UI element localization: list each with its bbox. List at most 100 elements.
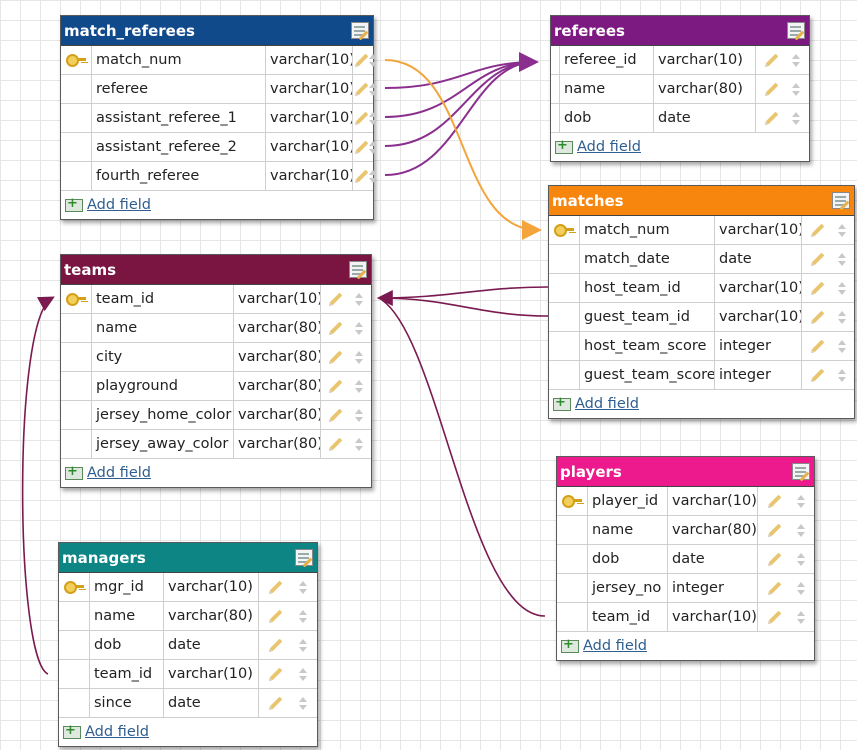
- reorder-icon[interactable]: [837, 282, 846, 295]
- edit-field-icon[interactable]: [269, 609, 283, 623]
- edit-table-icon[interactable]: [295, 549, 313, 566]
- reorder-icon[interactable]: [837, 369, 846, 382]
- table-header[interactable]: teams: [61, 255, 371, 285]
- field-row[interactable]: match_num varchar(10): [61, 46, 377, 75]
- edit-field-icon[interactable]: [355, 111, 369, 125]
- add-field-icon[interactable]: [553, 395, 571, 411]
- reorder-icon[interactable]: [796, 611, 805, 624]
- field-row[interactable]: referee_id varchar(10): [551, 46, 809, 75]
- edit-field-icon[interactable]: [269, 638, 283, 652]
- field-row[interactable]: dob date: [59, 631, 317, 660]
- add-field-row[interactable]: Add field: [61, 191, 373, 219]
- edit-field-icon[interactable]: [355, 53, 369, 67]
- field-row[interactable]: name varchar(80): [61, 314, 371, 343]
- edit-field-icon[interactable]: [768, 581, 781, 595]
- edit-field-icon[interactable]: [768, 523, 781, 537]
- add-field-row[interactable]: Add field: [549, 390, 854, 418]
- edit-field-icon[interactable]: [355, 82, 369, 96]
- field-row[interactable]: match_date date: [549, 245, 854, 274]
- edit-field-icon[interactable]: [269, 580, 283, 594]
- field-row[interactable]: referee varchar(10): [61, 75, 377, 104]
- edit-field-icon[interactable]: [768, 494, 781, 508]
- edit-table-icon[interactable]: [349, 261, 367, 278]
- reorder-icon[interactable]: [792, 54, 801, 67]
- field-row[interactable]: match_num varchar(10): [549, 216, 854, 245]
- field-row[interactable]: dob date: [551, 104, 809, 133]
- field-row[interactable]: name varchar(80): [551, 75, 809, 104]
- field-row[interactable]: name varchar(80): [557, 516, 814, 545]
- reorder-icon[interactable]: [369, 112, 377, 125]
- reorder-icon[interactable]: [355, 322, 363, 335]
- edit-field-icon[interactable]: [768, 610, 781, 624]
- edit-field-icon[interactable]: [329, 437, 343, 451]
- reorder-icon[interactable]: [837, 311, 846, 324]
- edit-field-icon[interactable]: [329, 350, 343, 364]
- reorder-icon[interactable]: [369, 170, 377, 183]
- edit-field-icon[interactable]: [355, 169, 369, 183]
- reorder-icon[interactable]: [369, 141, 377, 154]
- add-field-row[interactable]: Add field: [557, 632, 814, 660]
- add-field-row[interactable]: Add field: [59, 718, 317, 746]
- add-field-row[interactable]: Add field: [61, 459, 371, 487]
- edit-field-icon[interactable]: [329, 379, 343, 393]
- add-field-link[interactable]: Add field: [87, 465, 151, 481]
- reorder-icon[interactable]: [796, 495, 805, 508]
- field-row[interactable]: city varchar(80): [61, 343, 371, 372]
- edit-field-icon[interactable]: [811, 223, 824, 237]
- field-row[interactable]: name varchar(80): [59, 602, 317, 631]
- table-header[interactable]: match_referees: [61, 16, 373, 46]
- add-field-link[interactable]: Add field: [575, 396, 639, 412]
- edit-field-icon[interactable]: [811, 281, 824, 295]
- reorder-icon[interactable]: [837, 253, 846, 266]
- field-row[interactable]: team_id varchar(10): [61, 285, 371, 314]
- edit-field-icon[interactable]: [355, 140, 369, 154]
- field-row[interactable]: fourth_referee varchar(10): [61, 162, 377, 191]
- edit-table-icon[interactable]: [832, 192, 850, 209]
- edit-field-icon[interactable]: [765, 53, 779, 67]
- add-field-link[interactable]: Add field: [87, 197, 151, 213]
- edit-field-icon[interactable]: [269, 667, 283, 681]
- reorder-icon[interactable]: [355, 380, 363, 393]
- reorder-icon[interactable]: [355, 293, 363, 306]
- table-header[interactable]: players: [557, 457, 814, 487]
- edit-table-icon[interactable]: [792, 463, 810, 480]
- field-row[interactable]: guest_team_score integer: [549, 361, 854, 390]
- edit-field-icon[interactable]: [765, 82, 779, 96]
- edit-field-icon[interactable]: [329, 408, 343, 422]
- field-row[interactable]: dob date: [557, 545, 814, 574]
- add-field-row[interactable]: Add field: [551, 133, 809, 161]
- field-row[interactable]: playground varchar(80): [61, 372, 371, 401]
- field-row[interactable]: jersey_no integer: [557, 574, 814, 603]
- reorder-icon[interactable]: [837, 224, 846, 237]
- field-row[interactable]: since date: [59, 689, 317, 718]
- field-row[interactable]: host_team_id varchar(10): [549, 274, 854, 303]
- edit-field-icon[interactable]: [768, 552, 781, 566]
- reorder-icon[interactable]: [299, 668, 307, 681]
- reorder-icon[interactable]: [299, 697, 307, 710]
- field-row[interactable]: host_team_score integer: [549, 332, 854, 361]
- reorder-icon[interactable]: [299, 581, 307, 594]
- field-row[interactable]: team_id varchar(10): [59, 660, 317, 689]
- reorder-icon[interactable]: [792, 83, 801, 96]
- edit-field-icon[interactable]: [329, 321, 343, 335]
- add-field-icon[interactable]: [561, 637, 579, 653]
- reorder-icon[interactable]: [837, 340, 846, 353]
- edit-table-icon[interactable]: [351, 22, 369, 39]
- edit-field-icon[interactable]: [269, 696, 283, 710]
- reorder-icon[interactable]: [299, 610, 307, 623]
- table-header[interactable]: managers: [59, 543, 317, 573]
- edit-field-icon[interactable]: [811, 368, 824, 382]
- edit-field-icon[interactable]: [811, 339, 824, 353]
- edit-field-icon[interactable]: [811, 252, 824, 266]
- add-field-link[interactable]: Add field: [85, 724, 149, 740]
- field-row[interactable]: jersey_home_color varchar(80): [61, 401, 371, 430]
- reorder-icon[interactable]: [355, 351, 363, 364]
- table-header[interactable]: referees: [551, 16, 809, 46]
- reorder-icon[interactable]: [355, 438, 363, 451]
- edit-field-icon[interactable]: [329, 292, 343, 306]
- add-field-icon[interactable]: [65, 464, 83, 480]
- add-field-icon[interactable]: [65, 196, 83, 212]
- field-row[interactable]: team_id varchar(10): [557, 603, 814, 632]
- reorder-icon[interactable]: [792, 112, 801, 125]
- reorder-icon[interactable]: [796, 553, 805, 566]
